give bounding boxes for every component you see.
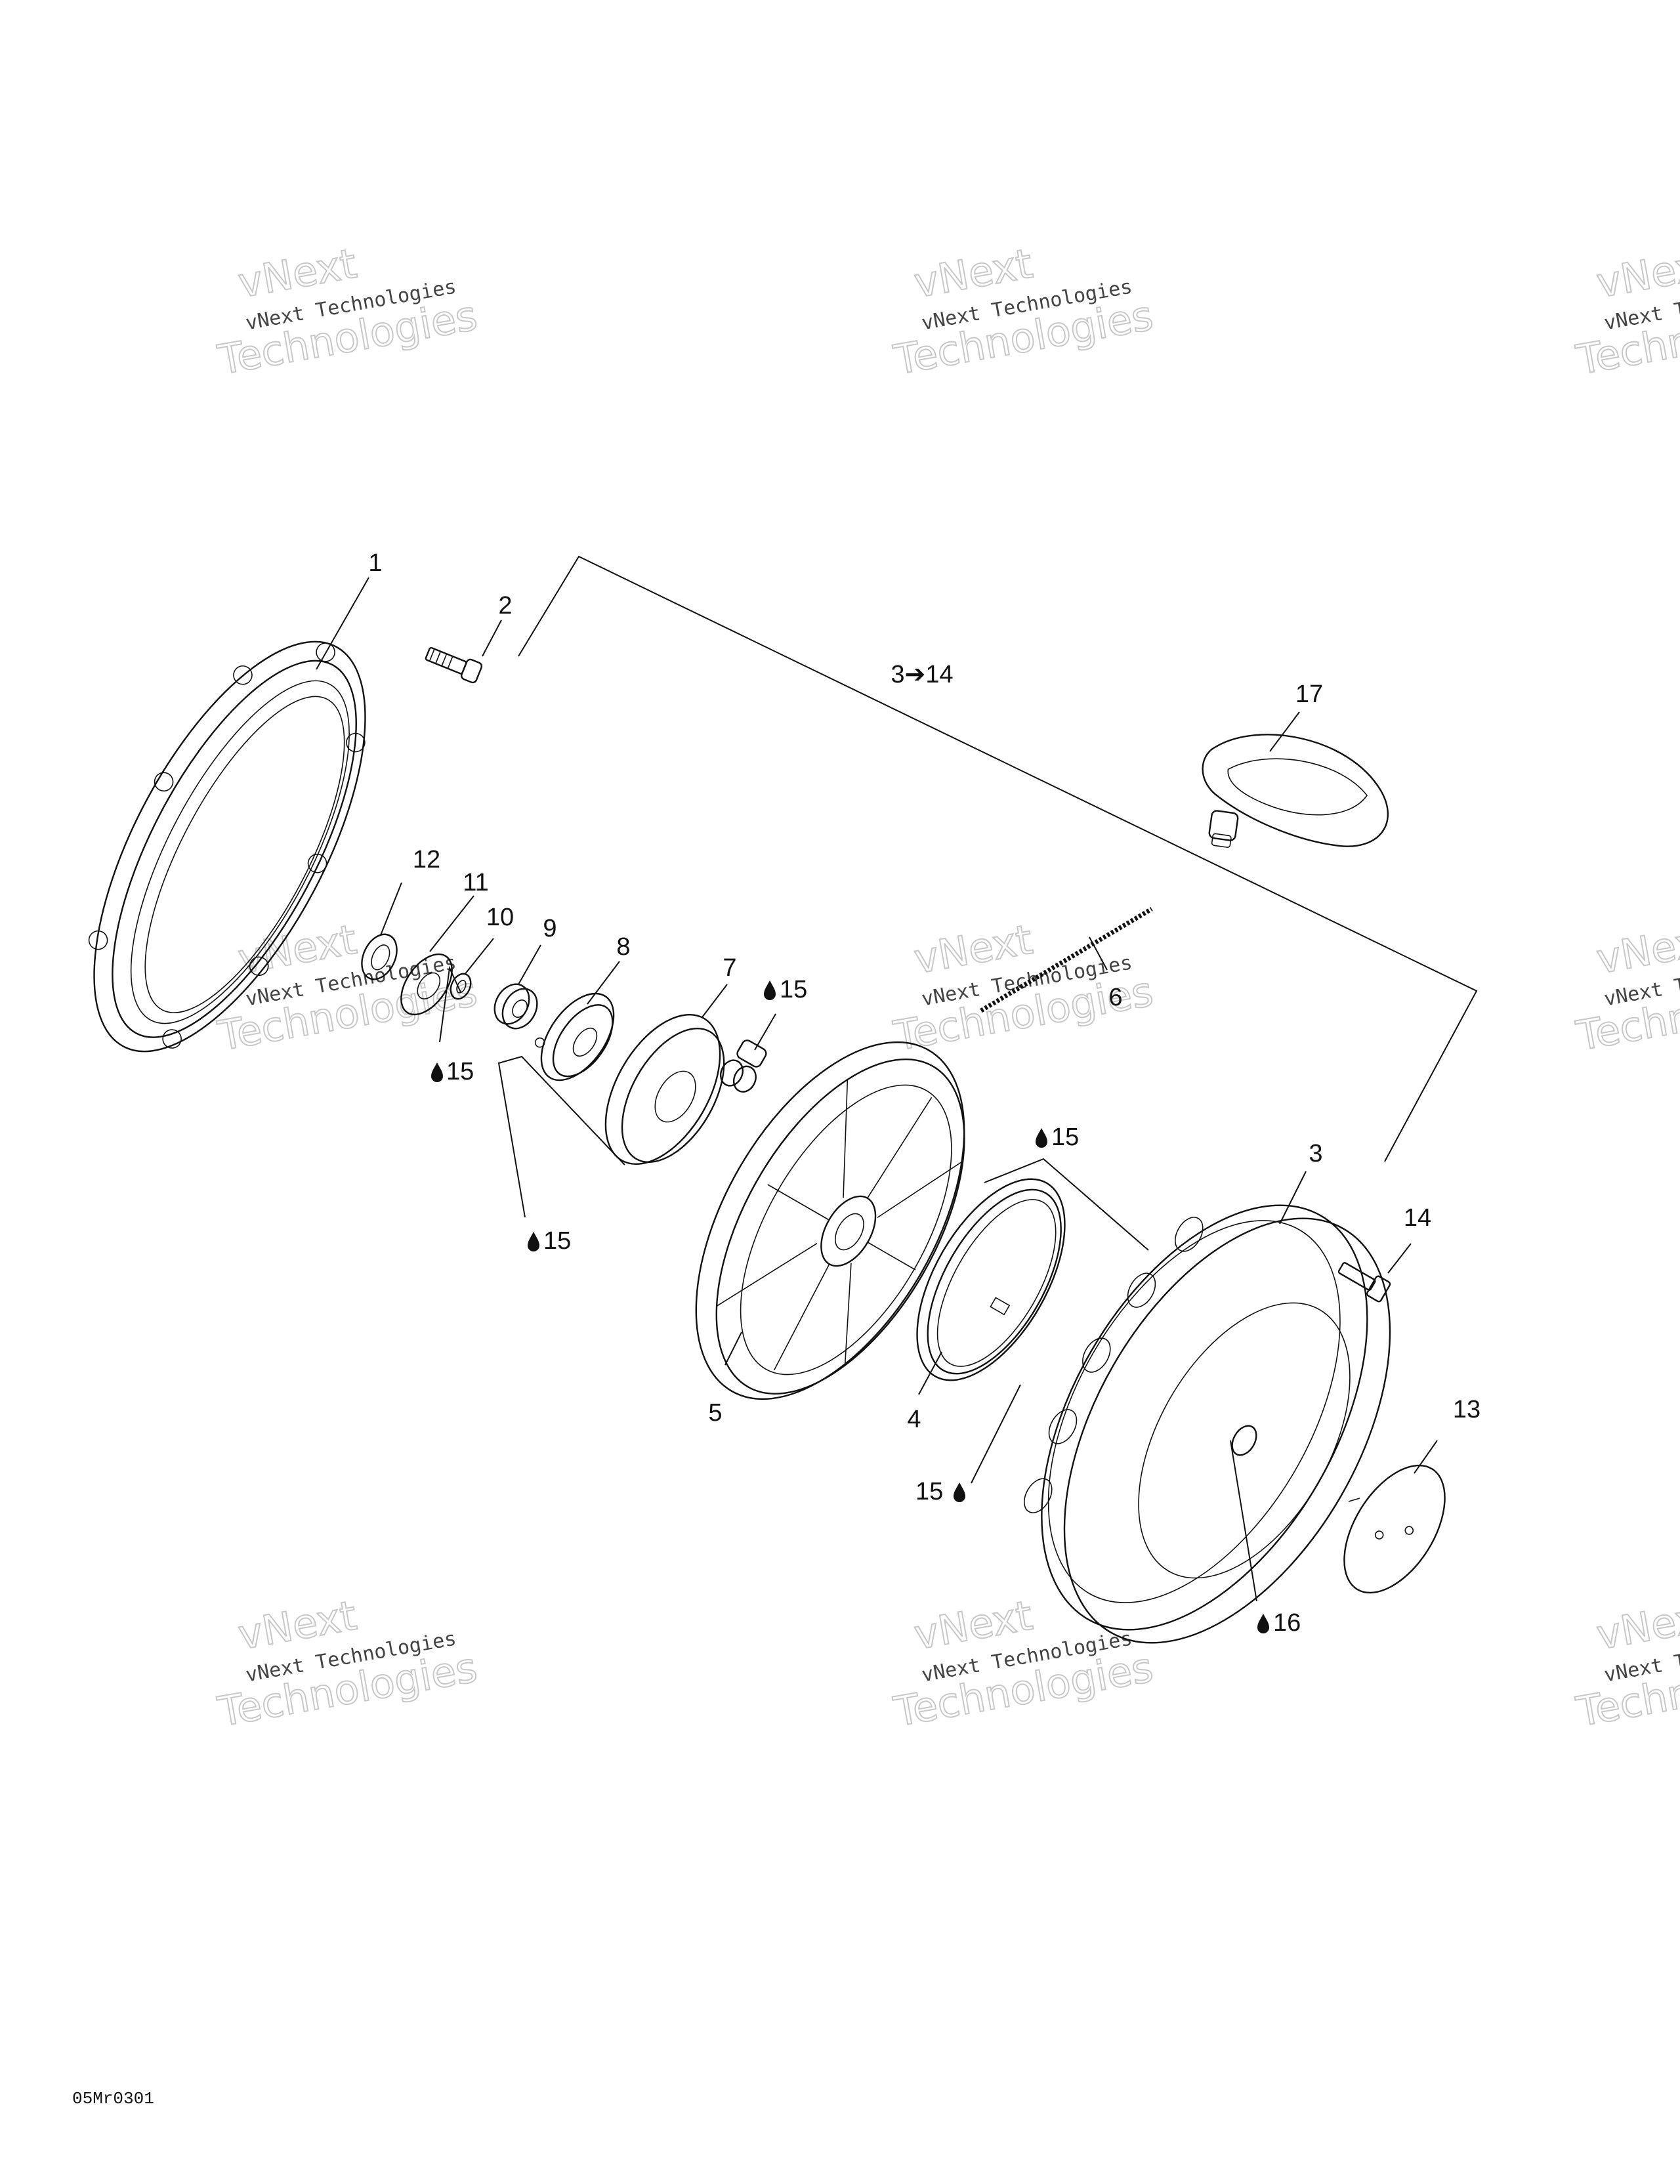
part-6-starter-rope [980,906,1153,1013]
part-1-starter-housing-ring [88,640,366,1053]
watermark-top-center: vNext vNext Technologies Technologies [889,239,1157,385]
callout-10: 10 [486,904,514,931]
callout-15-top: 15 [764,976,807,1003]
part-13-decal [1343,1464,1446,1594]
part-2-screw [425,646,483,684]
watermark-bottom-left: vNext vNext Technologies Technologies [213,1591,481,1737]
callout-2: 2 [498,592,512,620]
group-bracket-3-14 [518,555,1478,1162]
callout-17: 17 [1295,681,1323,708]
callout-3: 3 [1309,1140,1322,1167]
callout-14: 14 [1404,1204,1431,1232]
callout-16: 16 [1257,1609,1301,1637]
callout-1: 1 [368,549,382,577]
callout-3-14: 3➔14 [891,661,953,688]
part-3-starter-cover [1024,1204,1391,1644]
part-11-plate [400,953,453,1016]
svg-text:vNext: vNext [1593,240,1680,307]
oil-drop-icon [528,1232,539,1251]
watermark-bottom-center: vNext vNext Technologies Technologies [889,1591,1157,1737]
part-13-pin [1348,1498,1360,1502]
part-4-recoil-spring [916,1178,1066,1381]
watermark-middle-left: vNext vNext Technologies Technologies [213,915,481,1061]
callout-13: 13 [1453,1396,1480,1423]
watermark-bottom-right: vNext vNext Technologies Technologies [1572,1591,1680,1737]
part-8-pawl-disc [534,992,615,1082]
figure-code: 05Mr0301 [72,2089,154,2109]
callout-12: 12 [413,846,440,873]
watermark-top-right: vNext vNext Technologies Technologies [1572,239,1680,385]
callout-7: 7 [723,954,736,982]
callout-9: 9 [543,915,556,942]
part-7-ratchet [604,1014,767,1165]
leader-lines [316,555,1478,1602]
watermark-top-left: vNext vNext Technologies Technologies [213,239,481,385]
callout-5: 5 [708,1399,722,1427]
callout-6: 6 [1108,984,1122,1011]
oil-drop-icon [764,980,776,1000]
svg-text:15: 15 [780,976,807,1003]
svg-text:15: 15 [543,1227,571,1255]
part-7-spacer [720,1059,757,1093]
callout-labels: 1 2 3➔14 17 12 11 10 9 8 7 15 6 15 15 15… [368,549,1480,1637]
oil-drop-icon [431,1062,443,1082]
part-14-bolt [1337,1262,1391,1303]
svg-text:vNext: vNext [1593,1591,1680,1659]
callout-15-pawls: 15 [528,1227,571,1255]
watermark-middle-center: vNext vNext Technologies Technologies [889,915,1157,1061]
oil-drop-icon [1257,1614,1269,1633]
part-12-seal [361,933,398,980]
callout-15-spring: 15 [915,1478,965,1505]
svg-text:15: 15 [446,1058,474,1085]
callout-4: 4 [907,1406,921,1433]
oil-drop-icon [1036,1128,1047,1148]
part-9-bushing [494,983,538,1030]
part-17-rope-handle [1202,734,1389,848]
svg-text:16: 16 [1273,1609,1301,1637]
callout-8: 8 [616,933,630,961]
callout-15-washers: 15 [431,1058,474,1085]
svg-text:vNext: vNext [1593,915,1680,983]
svg-text:15: 15 [1051,1124,1079,1151]
svg-text:15: 15 [915,1478,943,1505]
callout-11: 11 [463,869,488,896]
watermark-middle-right: vNext vNext Technologies Technologies [1572,915,1680,1061]
part-5-rope-pulley [695,1041,965,1400]
oil-drop-icon [954,1482,965,1502]
callout-15-pulley: 15 [1036,1124,1079,1151]
